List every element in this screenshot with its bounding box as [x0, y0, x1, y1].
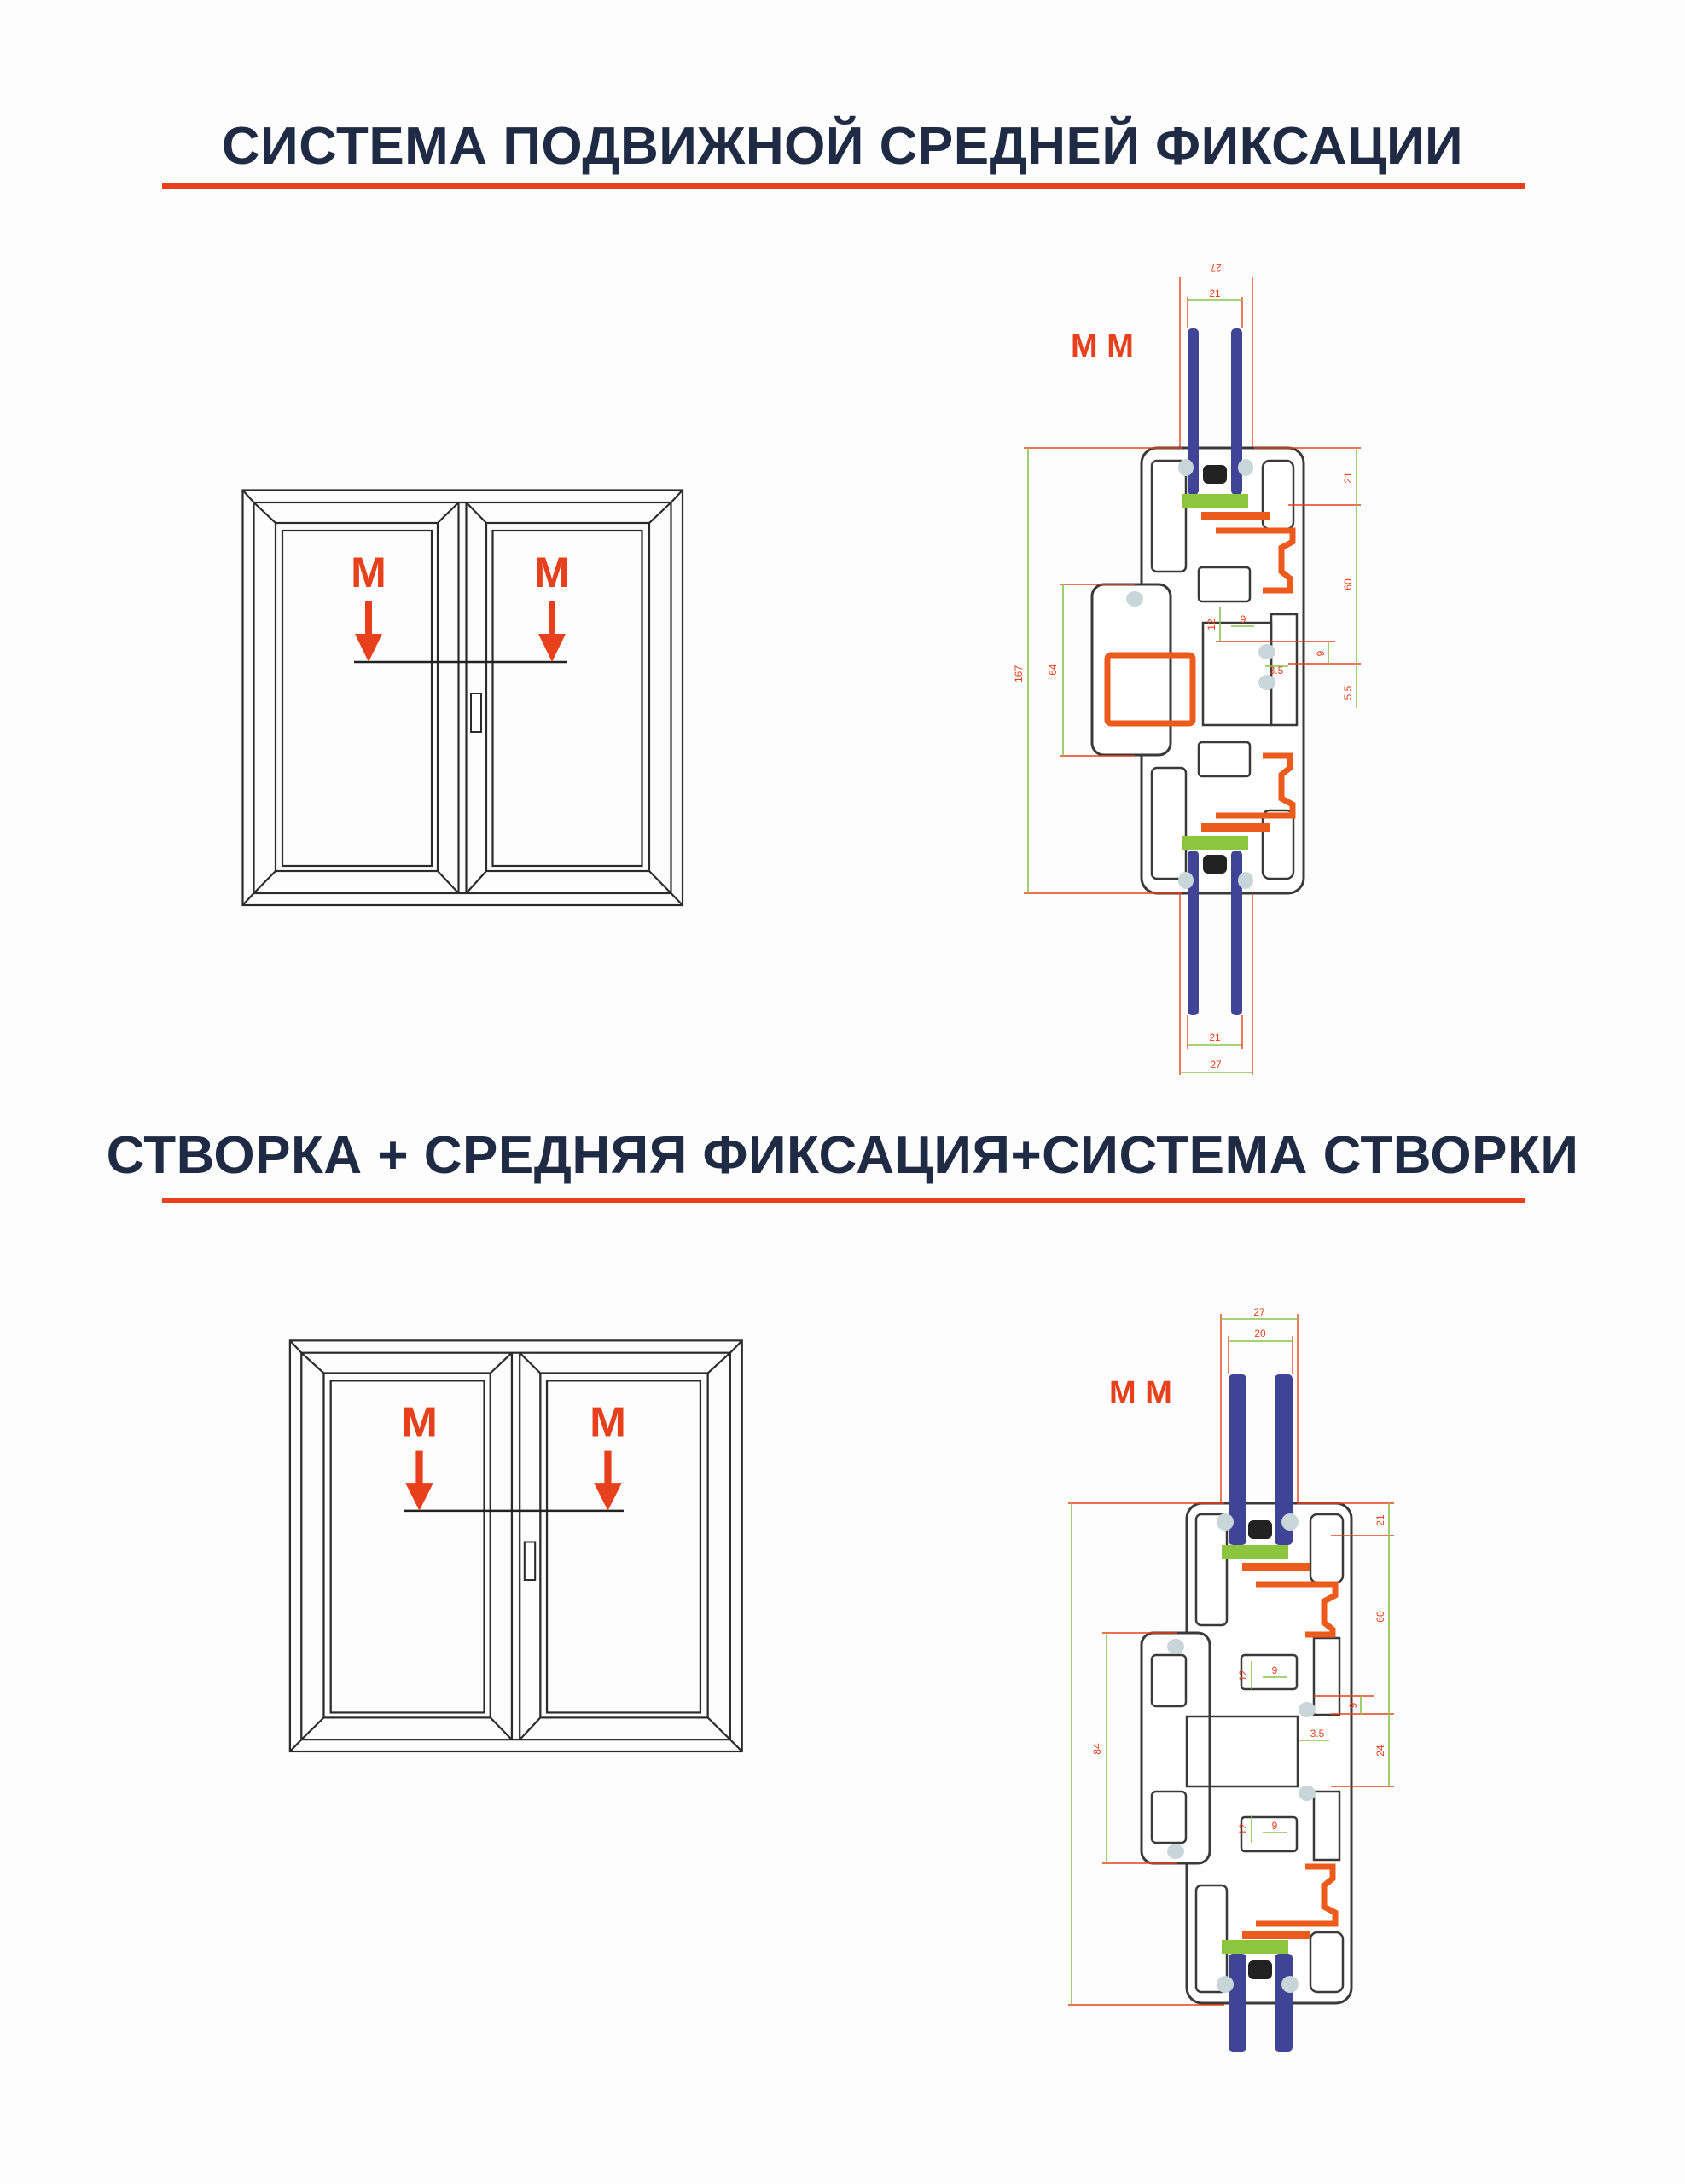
- dim-label: 9: [1347, 1702, 1359, 1708]
- handle-icon: [470, 693, 482, 733]
- m-label-right: M: [590, 1398, 626, 1446]
- dim-label: 3.5: [1270, 665, 1284, 677]
- dim-label: 9: [1272, 1664, 1278, 1676]
- dim-label: 21: [1209, 1031, 1221, 1043]
- dim-label: 27: [1210, 1059, 1222, 1071]
- dim-label: 64: [1047, 664, 1059, 676]
- left-sash: [253, 502, 460, 894]
- left-sash: [300, 1351, 514, 1740]
- title-underline-2: [162, 1198, 1525, 1203]
- right-sash: [519, 1351, 731, 1740]
- arrow-down-icon: [538, 601, 566, 662]
- arrow-down-icon: [405, 1450, 433, 1511]
- m-label-right: M: [534, 549, 570, 596]
- arrow-down-icon: [355, 601, 382, 662]
- section-title-2: СТВОРКА + СРЕДНЯЯ ФИКСАЦИЯ+СИСТЕМА СТВОР…: [106, 1126, 1579, 1185]
- dim-label: 20: [1254, 1327, 1266, 1339]
- dim-label: 24: [1374, 1745, 1386, 1757]
- profile-label: M M: [1109, 1375, 1172, 1411]
- dim-label: 27: [1210, 262, 1222, 274]
- m-label-left: M: [401, 1398, 438, 1446]
- profile-label: M M: [1071, 328, 1134, 364]
- section-title-1: СИСТЕМА ПОДВИЖНОЙ СРЕДНЕЙ ФИКСАЦИИ: [221, 117, 1464, 176]
- window-diagram-1: M M: [241, 489, 684, 907]
- dim-label: 3.5: [1310, 1728, 1325, 1740]
- profile-section-1: M M 27 21 167 64 21 60 9 3.5 5.5 12 9 21…: [1013, 262, 1361, 1075]
- profile-section-2: M M 27 20 84 21 60 9 24 3.5 12 9 12 9: [1068, 1306, 1394, 2052]
- dim-label: 21: [1342, 472, 1354, 484]
- dim-label: 9: [1241, 613, 1246, 625]
- arrow-down-icon: [594, 1450, 622, 1511]
- title-underline-1: [162, 183, 1525, 189]
- handle-icon: [523, 1541, 537, 1582]
- dim-label: 84: [1091, 1743, 1103, 1755]
- right-sash: [465, 502, 672, 894]
- dim-label: 5.5: [1342, 685, 1354, 700]
- dim-label: 167: [1013, 665, 1025, 682]
- dim-label: 21: [1374, 1514, 1386, 1526]
- window-diagram-2: M M: [288, 1339, 743, 1753]
- dim-label: 12: [1237, 1823, 1249, 1835]
- dim-label: 21: [1209, 288, 1221, 299]
- dim-label: 9: [1272, 1820, 1278, 1832]
- dim-label: 12: [1206, 619, 1217, 630]
- m-label-left: M: [351, 549, 386, 596]
- dim-label: 27: [1253, 1306, 1265, 1318]
- dim-label: 60: [1374, 1611, 1386, 1623]
- dim-label: 9: [1315, 650, 1327, 656]
- dim-label: 60: [1342, 578, 1354, 590]
- dim-label: 12: [1237, 1670, 1249, 1682]
